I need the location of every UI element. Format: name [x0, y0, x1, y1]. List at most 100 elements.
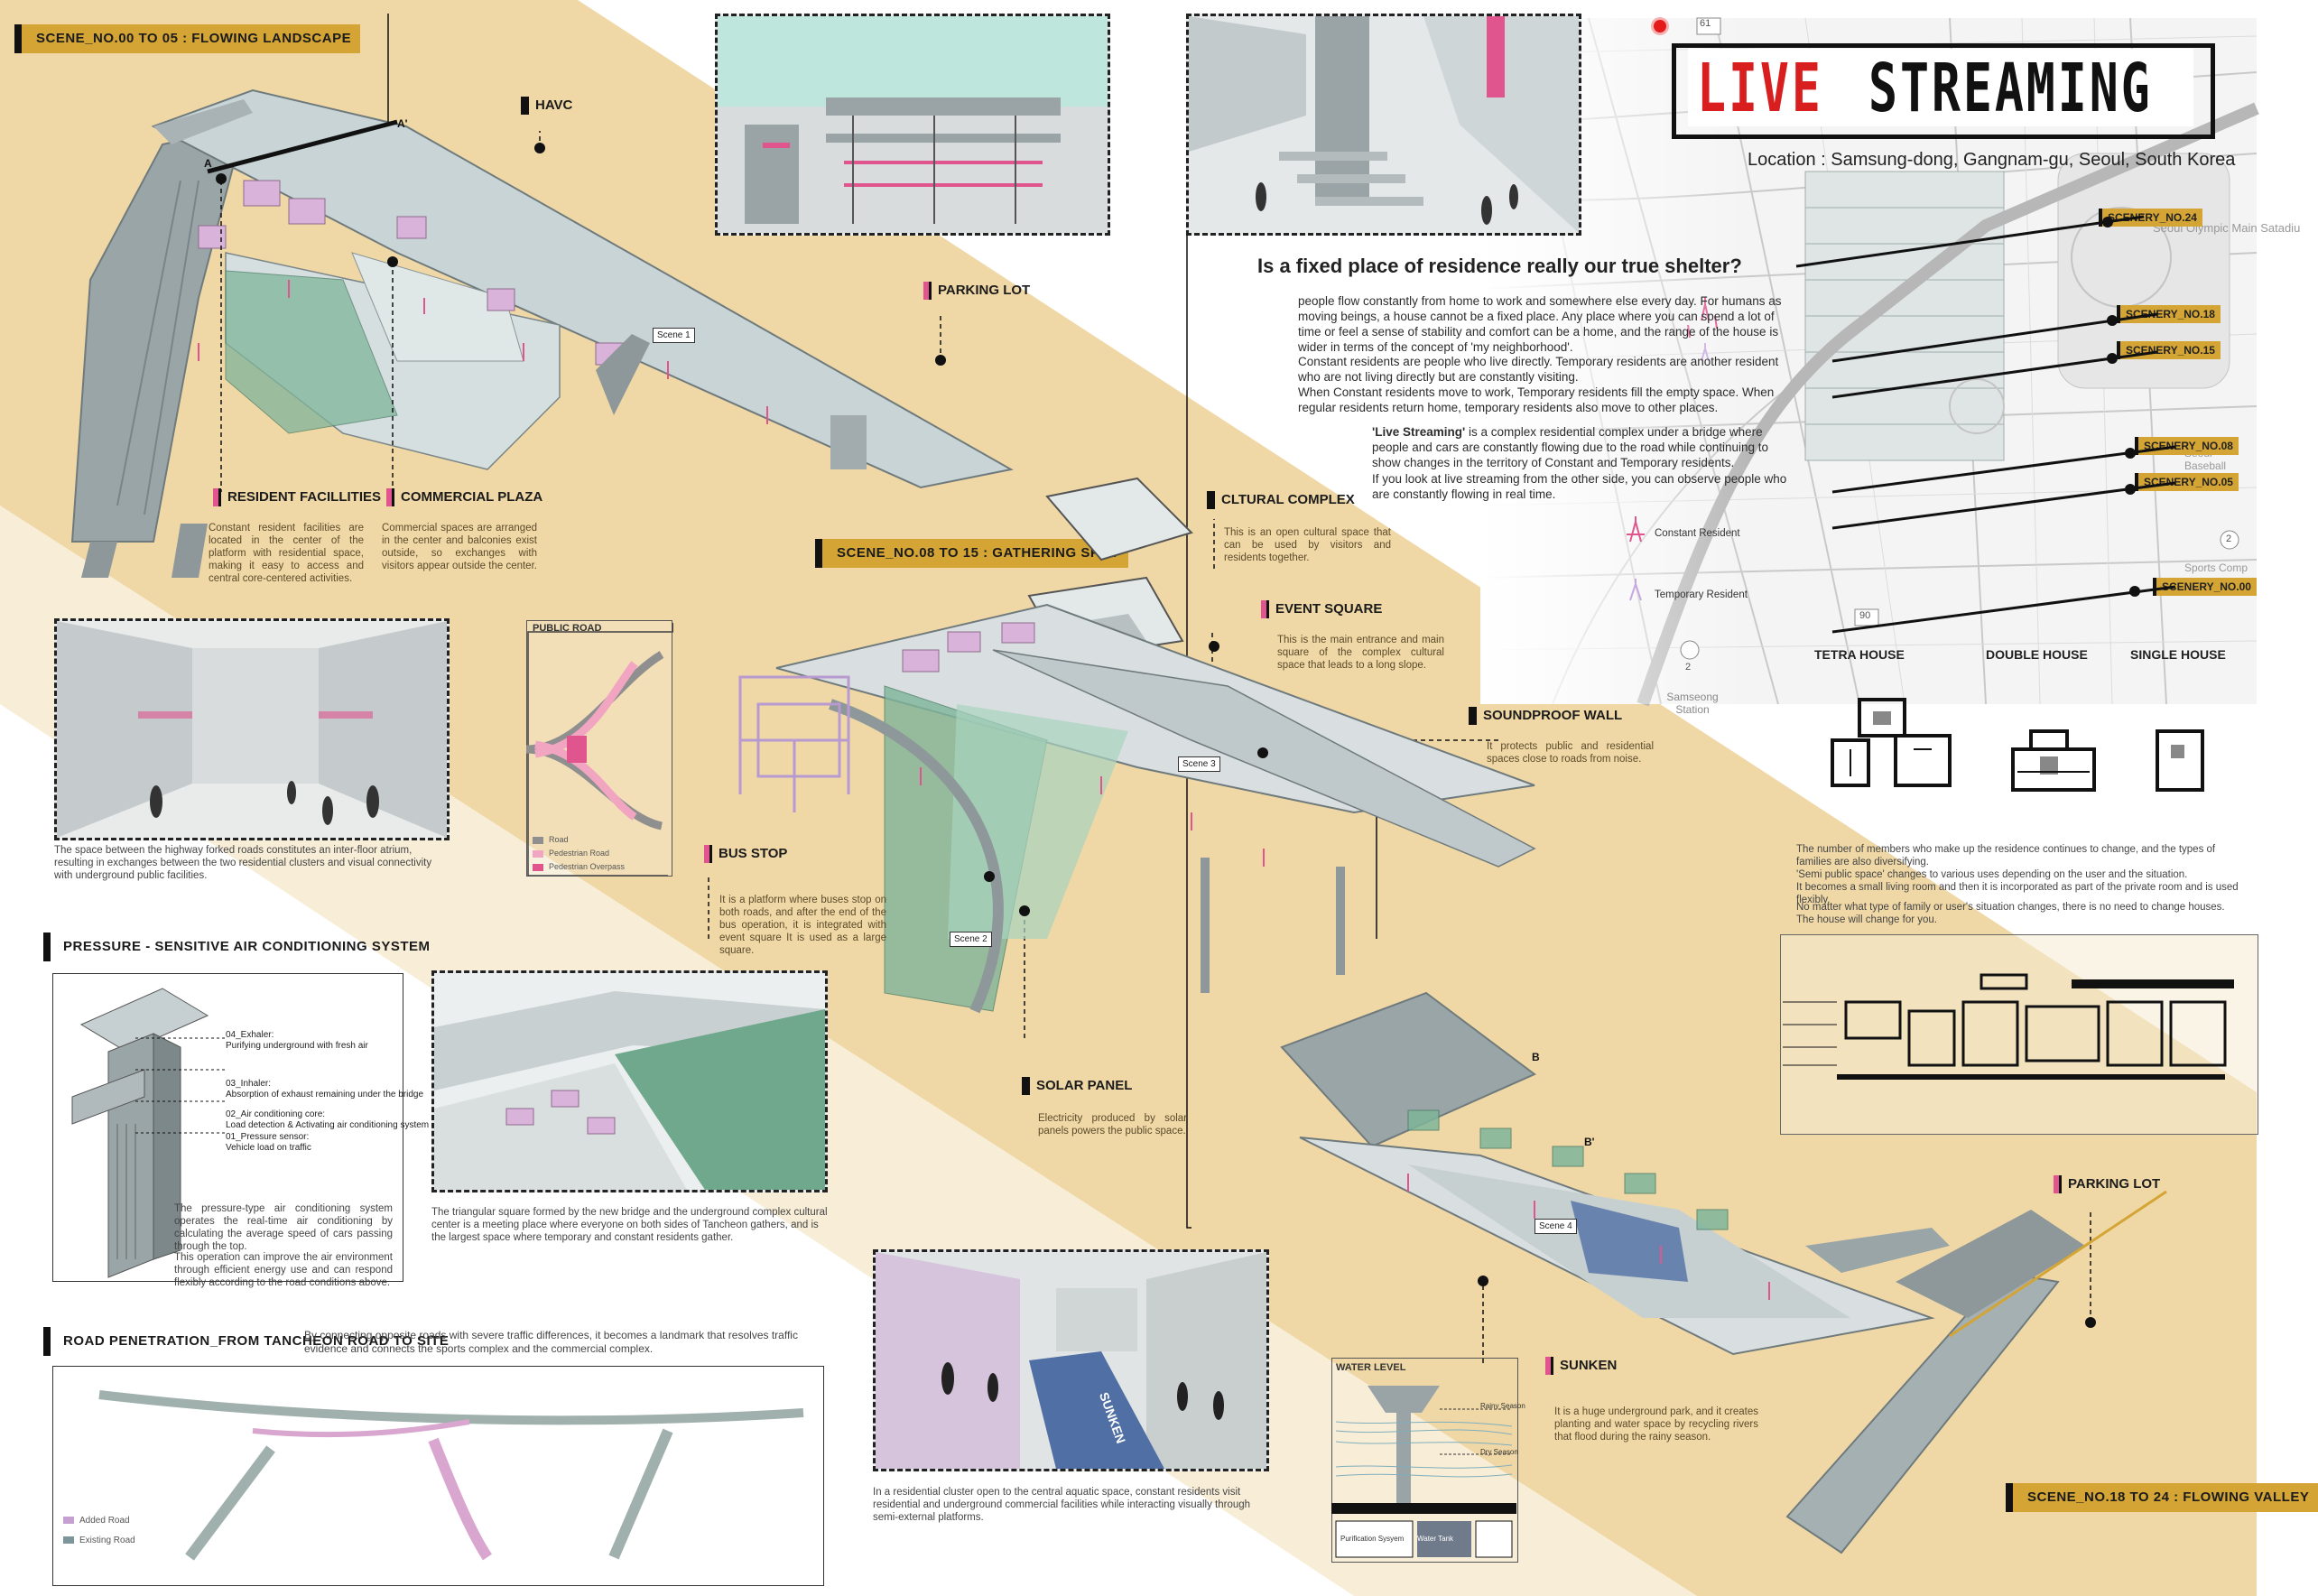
section-mark-b: B: [1532, 1051, 1540, 1063]
scene-tag-gathering-spot: SCENE_NO.08 TO 15 : GATHERING SPOT: [815, 539, 1129, 568]
callout-dot: [2085, 1317, 2096, 1328]
hvac-layer-4-title: 04_Exhaler:: [226, 1030, 274, 1040]
legend-constant: Constant Resident: [1655, 528, 1740, 539]
single-house-title: SINGLE HOUSE: [2130, 647, 2226, 662]
legend-overpass-label: Pedestrian Overpass: [549, 862, 626, 871]
legend-existing-road-label: Existing Road: [79, 1536, 135, 1545]
desc-atrium: The space between the highway forked roa…: [54, 845, 432, 881]
legend-added-road: Added Road: [63, 1516, 130, 1526]
house-text-3: It becomes a small living room and then …: [1796, 882, 2239, 905]
hvac-layer-3-desc: Absorption of exhaust remaining under th…: [226, 1090, 424, 1100]
label-resident-facilities: RESIDENT FACILLITIES: [213, 488, 381, 506]
intro-question: Is a fixed place of residence really our…: [1257, 255, 1742, 277]
intro-p5: If you look at live streaming from the o…: [1372, 472, 1787, 501]
house-plans: [1831, 698, 2204, 792]
axon-flowing-valley: [1280, 991, 2167, 1554]
callout-dot: [216, 173, 227, 184]
hvac-layer-2-title: 02_Air conditioning core:: [226, 1109, 326, 1119]
intro-p4-bold: 'Live Streaming': [1372, 425, 1466, 439]
desc-sunken: It is a huge underground park, and it cr…: [1554, 1406, 1758, 1443]
legend-added-road-swatch: [63, 1517, 74, 1525]
section-elevation: [1780, 934, 2258, 1135]
render-interior-column: [1186, 14, 1581, 236]
title-backdrop: [1688, 49, 2193, 126]
scene-2-marker: Scene 2: [950, 932, 992, 947]
desc-solar-panel: Electricity produced by solar panels pow…: [1038, 1113, 1187, 1137]
callout-dot: [534, 143, 545, 153]
render-interior-graphic: [1189, 16, 1579, 233]
scenery-tag-24: SCENERY_NO.24: [2099, 209, 2202, 227]
water-purification-label: Purification Sysyem: [1340, 1535, 1405, 1543]
section-drawing: [1783, 973, 2234, 1080]
scene-tag-flowing-landscape: SCENE_NO.00 TO 05 : FLOWING LANDSCAPE: [14, 24, 361, 53]
scene-tag-flowing-valley: SCENE_NO.18 TO 24 : FLOWING VALLEY: [2006, 1483, 2318, 1512]
penetration-text: By connecting opposite roads with severe…: [304, 1329, 798, 1355]
intro-p2: Constant residents are people who live d…: [1298, 355, 1779, 384]
render-atrium-graphic: [57, 621, 447, 838]
location-text: Location : Samsung-dong, Gangnam-gu, Seo…: [1748, 150, 2236, 170]
legend-overpass-swatch: [533, 863, 543, 871]
hvac-layer-2-desc: Load detection & Activating air conditio…: [226, 1120, 430, 1130]
legend-temporary: Temporary Resident: [1655, 589, 1748, 600]
sports-label: Sports Comp: [2184, 561, 2248, 574]
desc-commercial-plaza: Commercial spaces are arranged in the ce…: [382, 523, 537, 571]
render-atrium: [54, 618, 450, 840]
station-number: 2: [1685, 662, 1692, 673]
double-house-title: DOUBLE HOUSE: [1986, 647, 2088, 662]
leader-lines: [220, 14, 2091, 1363]
water-level-title: WATER LEVEL: [1336, 1362, 1406, 1373]
label-event-square: EVENT SQUARE: [1261, 600, 1382, 618]
label-havc: HAVC: [521, 97, 572, 115]
water-tank-label: Water Tank: [1417, 1535, 1454, 1543]
legend-road-swatch: [533, 836, 543, 844]
station-label: Samseong Station: [1666, 691, 1719, 716]
penetration-title: ROAD PENETRATION_FROM TANCHEON ROAD TO S…: [43, 1327, 458, 1356]
title-live: LIVE: [1697, 50, 1823, 127]
water-dry-label: Dry Season: [1480, 1448, 1518, 1456]
hvac-layer-3: 03_Inhaler:Absorption of exhaust remaini…: [226, 1079, 423, 1100]
section-mark-a: A: [204, 157, 212, 170]
water-rainy-label: Rainy Season: [1480, 1402, 1525, 1410]
penetration-drawing: [98, 1390, 804, 1561]
label-commercial-plaza: COMMERCIAL PLAZA: [386, 488, 542, 506]
legend-overpass-row: Pedestrian Overpass: [533, 862, 625, 871]
hvac-layer-3-title: 03_Inhaler:: [226, 1079, 272, 1089]
legend-ped-road-swatch: [533, 849, 543, 858]
render-triangular-square: [431, 970, 828, 1192]
render-sunken-graphic: [876, 1252, 1266, 1469]
desc-soundproof-wall: It protects public and residential space…: [1487, 741, 1654, 765]
site-map: [1479, 17, 2259, 707]
callout-dot: [1019, 905, 1030, 916]
scenery-tag-18: SCENERY_NO.18: [2117, 305, 2221, 323]
label-sunken: SUNKEN: [1545, 1357, 1617, 1375]
hvac-layer-1-desc: Vehicle load on traffic: [226, 1143, 311, 1153]
label-cultural-complex: CLTURAL COMPLEX: [1207, 491, 1355, 509]
desc-cultural-complex: This is an open cultural space that can …: [1224, 527, 1391, 563]
render-triangular-graphic: [434, 973, 825, 1190]
legend-road-row: Road: [533, 835, 569, 844]
hvac-layer-4: 04_Exhaler:Purifying underground with fr…: [226, 1030, 368, 1052]
hvac-text-1: The pressure-type air conditioning syste…: [174, 1203, 393, 1252]
callout-dot: [984, 871, 995, 882]
legend-road-label: Road: [549, 835, 569, 844]
scene-4-marker: Scene 4: [1535, 1219, 1577, 1234]
hvac-section-title: PRESSURE - SENSITIVE AIR CONDITIONING SY…: [43, 933, 440, 961]
hvac-layer-4-desc: Purifying underground with fresh air: [226, 1041, 368, 1051]
hvac-leader-lines: [135, 1037, 226, 1134]
map-circle-2: 2: [2226, 534, 2232, 544]
legend-added-road-label: Added Road: [79, 1516, 130, 1526]
callout-dot: [1478, 1276, 1488, 1286]
scenery-leader-lines: [1795, 215, 2176, 634]
scene-1-marker: Scene 1: [653, 328, 695, 343]
tetra-house-title: TETRA HOUSE: [1814, 647, 1905, 662]
desc-triangular-square: The triangular square formed by the new …: [431, 1207, 828, 1243]
scene-3-marker: Scene 3: [1178, 756, 1220, 772]
hvac-text-2: This operation can improve the air envir…: [174, 1252, 393, 1288]
intro-p3: When Constant residents move to work, Te…: [1298, 385, 1775, 414]
intro-p1: people flow constantly from home to work…: [1298, 294, 1782, 354]
legend-ped-road-row: Pedestrian Road: [533, 849, 609, 858]
section-line-a: [207, 119, 398, 174]
title-streaming: STREAMING: [1868, 50, 2153, 127]
desc-bus-stop: It is a platform where buses stop on bot…: [719, 895, 886, 956]
